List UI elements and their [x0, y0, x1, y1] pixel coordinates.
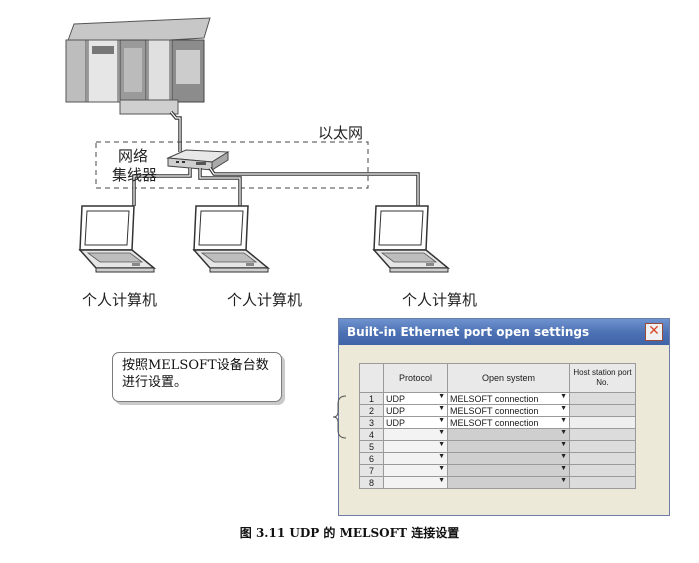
dropdown-arrow-icon[interactable]: ▼	[438, 393, 445, 401]
dropdown-arrow-icon[interactable]: ▼	[560, 429, 567, 437]
protocol-select[interactable]: UDP ▼	[383, 392, 448, 405]
open-system-select[interactable]: ▼	[447, 476, 570, 489]
dropdown-arrow-icon[interactable]: ▼	[560, 441, 567, 449]
row-number: 8	[359, 476, 384, 489]
dropdown-arrow-icon[interactable]: ▼	[560, 405, 567, 413]
pc-label-3: 个人计算机	[402, 291, 478, 309]
close-icon[interactable]: ✕	[645, 323, 663, 341]
open-system-value: MELSOFT connection	[450, 393, 539, 404]
dropdown-arrow-icon[interactable]: ▼	[560, 477, 567, 485]
column-header-host-port: Host station port No.	[569, 363, 636, 393]
settings-dialog: Built-in Ethernet port open settings ✕ P…	[338, 318, 670, 516]
callout-box	[112, 352, 282, 402]
protocol-select[interactable]: ▼	[383, 428, 448, 441]
protocol-select[interactable]: UDP ▼	[383, 416, 448, 429]
open-system-select[interactable]: ▼	[447, 464, 570, 477]
laptop-icon	[79, 205, 155, 273]
table-row: 6 ▼ ▼	[359, 452, 636, 465]
ethernet-boundary	[95, 141, 369, 189]
dropdown-arrow-icon[interactable]: ▼	[560, 393, 567, 401]
protocol-select[interactable]: UDP ▼	[383, 404, 448, 417]
table-row: 5 ▼ ▼	[359, 440, 636, 453]
laptop-icon	[193, 205, 269, 273]
dropdown-arrow-icon[interactable]: ▼	[438, 417, 445, 425]
host-port-cell[interactable]	[569, 464, 636, 477]
callout-text: 按照MELSOFT设备台数进行设置。	[122, 358, 269, 390]
row-number: 7	[359, 464, 384, 477]
column-header-open-system: Open system	[447, 363, 570, 393]
dropdown-arrow-icon[interactable]: ▼	[438, 429, 445, 437]
row-number: 3	[359, 416, 384, 429]
table-row: 7 ▼ ▼	[359, 464, 636, 477]
table-row: 4 ▼ ▼	[359, 428, 636, 441]
open-system-select[interactable]: MELSOFT connection ▼	[447, 392, 570, 405]
pc-label-2: 个人计算机	[227, 291, 303, 309]
dropdown-arrow-icon[interactable]: ▼	[560, 465, 567, 473]
protocol-select[interactable]: ▼	[383, 452, 448, 465]
host-port-cell[interactable]	[569, 476, 636, 489]
open-system-select[interactable]: ▼	[447, 440, 570, 453]
figure-caption: 图 3.11 UDP 的 MELSOFT 连接设置	[239, 526, 460, 540]
dropdown-arrow-icon[interactable]: ▼	[438, 477, 445, 485]
open-system-select[interactable]: ▼	[447, 452, 570, 465]
protocol-select[interactable]: ▼	[383, 476, 448, 489]
hub-label-line1: 网络	[118, 147, 149, 165]
hub-label-line2: 集线器	[112, 166, 158, 184]
protocol-select[interactable]: ▼	[383, 440, 448, 453]
table-row: 2 UDP ▼ MELSOFT connection ▼	[359, 404, 636, 417]
row-number: 5	[359, 440, 384, 453]
settings-table: Protocol Open system Host station port N…	[359, 363, 636, 489]
ethernet-label: 以太网	[318, 124, 364, 142]
dropdown-arrow-icon[interactable]: ▼	[438, 441, 445, 449]
row-number: 2	[359, 404, 384, 417]
plc-icon	[65, 17, 211, 115]
open-system-select[interactable]: MELSOFT connection ▼	[447, 404, 570, 417]
table-row: 3 UDP ▼ MELSOFT connection ▼	[359, 416, 636, 429]
host-port-cell[interactable]	[569, 392, 636, 405]
table-row: 8 ▼ ▼	[359, 476, 636, 489]
row-number: 4	[359, 428, 384, 441]
open-system-value: MELSOFT connection	[450, 417, 539, 428]
dropdown-arrow-icon[interactable]: ▼	[438, 405, 445, 413]
dialog-title: Built-in Ethernet port open settings	[339, 319, 669, 345]
dropdown-arrow-icon[interactable]: ▼	[560, 453, 567, 461]
row-number: 1	[359, 392, 384, 405]
dropdown-arrow-icon[interactable]: ▼	[438, 465, 445, 473]
row-number: 6	[359, 452, 384, 465]
dropdown-arrow-icon[interactable]: ▼	[560, 417, 567, 425]
host-port-cell[interactable]	[569, 404, 636, 417]
protocol-value: UDP	[386, 393, 406, 404]
host-port-cell[interactable]	[569, 416, 636, 429]
open-system-value: MELSOFT connection	[450, 405, 539, 416]
pc-label-1: 个人计算机	[82, 291, 158, 309]
protocol-value: UDP	[386, 405, 406, 416]
open-system-select[interactable]: MELSOFT connection ▼	[447, 416, 570, 429]
dropdown-arrow-icon[interactable]: ▼	[438, 453, 445, 461]
protocol-value: UDP	[386, 417, 406, 428]
host-port-cell[interactable]	[569, 440, 636, 453]
column-header-number	[359, 363, 384, 393]
table-row: 1 UDP ▼ MELSOFT connection ▼	[359, 392, 636, 405]
row-bracket	[332, 395, 347, 439]
host-port-cell[interactable]	[569, 428, 636, 441]
open-system-select[interactable]: ▼	[447, 428, 570, 441]
column-header-protocol: Protocol	[383, 363, 448, 393]
host-port-cell[interactable]	[569, 452, 636, 465]
laptop-icon	[373, 205, 449, 273]
protocol-select[interactable]: ▼	[383, 464, 448, 477]
network-diagram	[65, 17, 449, 273]
hub-icon	[166, 149, 230, 171]
